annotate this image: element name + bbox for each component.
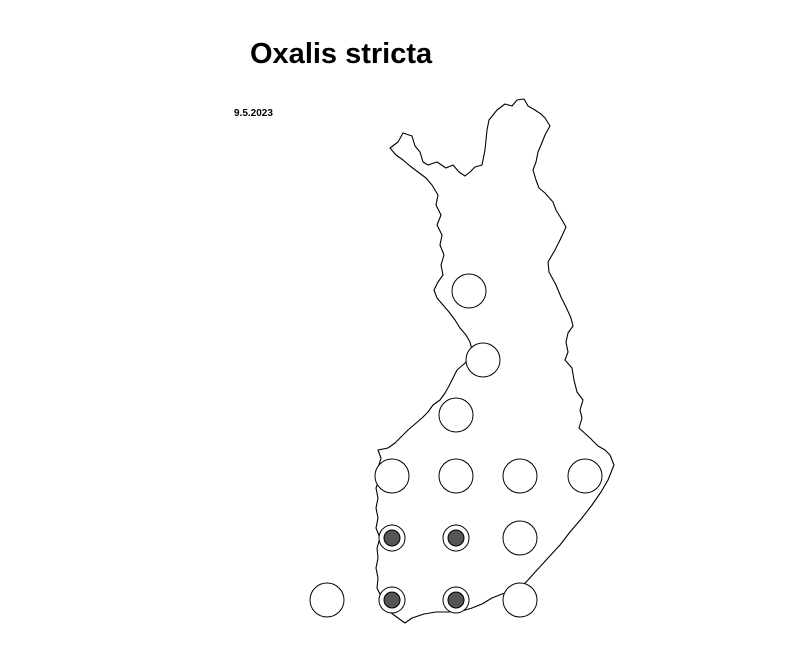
grid-cell-north-savo — [502, 458, 538, 494]
finland-outline — [375, 98, 615, 624]
map-date: 9.5.2023 — [234, 108, 273, 119]
observation-dot-uusimaa — [447, 591, 465, 609]
grid-cell-lapland-south — [451, 273, 487, 309]
grid-circles — [309, 273, 603, 618]
observation-dot-southwest-finland — [383, 591, 401, 609]
observation-dot-satakunta — [383, 529, 401, 547]
grid-cell-south-ostrobothnia — [374, 458, 410, 494]
grid-cell-central-ostrobothnia — [438, 397, 474, 433]
map-title: Oxalis stricta — [250, 38, 433, 70]
grid-cell-oulu-coast — [465, 342, 501, 378]
observation-markers — [383, 529, 465, 609]
grid-cell-kymenlaakso — [502, 582, 538, 618]
grid-cell-south-savo — [502, 520, 538, 556]
grid-cell-north-karelia — [567, 458, 603, 494]
grid-cell-aland — [309, 582, 345, 618]
grid-cell-central-finland — [438, 458, 474, 494]
observation-dot-pirkanmaa — [447, 529, 465, 547]
